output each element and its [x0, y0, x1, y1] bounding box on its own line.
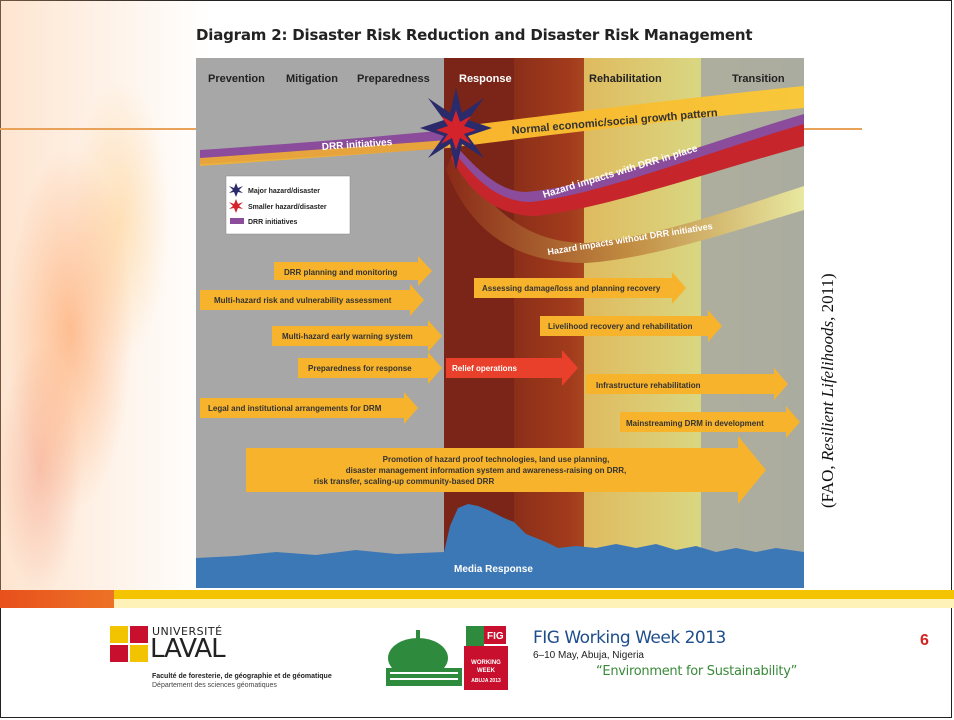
hazard-without-drr-curve	[446, 150, 804, 263]
fig-event-date: 6–10 May, Abuja, Nigeria	[533, 650, 644, 661]
page-number: 6	[920, 632, 929, 649]
legend-smaller-label: Smaller hazard/disaster	[248, 204, 327, 211]
laval-name: LAVAL	[150, 634, 226, 664]
arrow-assessing-damage-label: Assessing damage/loss and planning recov…	[482, 284, 661, 293]
normal-growth-band	[448, 86, 804, 148]
svg-text:ABUJA 2013: ABUJA 2013	[471, 678, 501, 684]
phase-response: Response	[459, 73, 512, 85]
arrow-relief-operations-label: Relief operations	[452, 364, 517, 373]
phase-mitigation: Mitigation	[286, 73, 338, 85]
fig-event-theme: “Environment for Sustainability”	[596, 664, 798, 679]
phase-rehabilitation: Rehabilitation	[589, 73, 662, 85]
pre-growth-band	[200, 140, 448, 166]
arrow-drr-planning-label: DRR planning and monitoring	[284, 268, 397, 277]
arrow-early-warning	[272, 320, 442, 352]
citation: (FAO, Resilient Lifelihoods, 2011)	[818, 273, 837, 508]
legend-drr-swatch	[230, 218, 244, 224]
svg-text:WEEK: WEEK	[477, 668, 496, 674]
fig-event-title: FIG Working Week 2013	[533, 628, 726, 648]
arrow-mainstreaming	[620, 406, 800, 438]
laval-crest-icon	[110, 626, 148, 662]
arrow-risk-assessment-label: Multi-hazard risk and vulnerability asse…	[214, 296, 392, 305]
legend-box	[225, 175, 351, 235]
laval-univ-label: UNIVERSITÉ	[152, 625, 223, 638]
arrow-infrastructure-label: Infrastructure rehabilitation	[596, 381, 701, 390]
arrow-preparedness	[298, 352, 442, 384]
phase-preparedness: Preparedness	[357, 73, 430, 85]
smaller-hazard-star-icon	[436, 110, 476, 150]
media-response-label: Media Response	[454, 564, 533, 575]
legend-major-star-icon	[229, 183, 243, 197]
drr-diagram: Prevention Mitigation Preparedness Respo…	[196, 58, 804, 588]
arrow-relief-operations	[446, 350, 578, 386]
arrow-livelihood-recovery-label: Livelihood recovery and rehabilitation	[548, 322, 693, 331]
phase-prevention: Prevention	[208, 73, 265, 85]
footer-yellow-stripe	[114, 590, 954, 599]
legend-drr-label: DRR initiatives	[248, 219, 298, 226]
arrow-infrastructure	[586, 368, 788, 400]
diagram-title: Diagram 2: Disaster Risk Reduction and D…	[196, 26, 753, 44]
arrow-legal-label: Legal and institutional arrangements for…	[208, 404, 382, 413]
hazard-with-drr-curve	[451, 120, 804, 216]
arrow-promotion	[246, 436, 766, 504]
arrow-promotion-line2: disaster management information system a…	[346, 466, 627, 475]
decorative-flame-background	[0, 0, 210, 600]
fig-working-week-logo: FIG WORKING WEEK ABUJA 2013	[386, 626, 508, 690]
right-rule-line	[804, 128, 862, 130]
arrow-risk-assessment	[200, 284, 424, 316]
drr-initiatives-label: DRR initiatives	[321, 137, 393, 153]
svg-text:FIG: FIG	[487, 631, 504, 642]
laval-faculty: Faculté de foresterie, de géographie et …	[152, 673, 332, 680]
arrow-preparedness-label: Preparedness for response	[308, 364, 412, 373]
arrow-legal	[200, 392, 418, 424]
legend-smaller-star-icon	[229, 199, 243, 213]
footer-light-stripe	[114, 599, 954, 608]
phase-transition: Transition	[732, 73, 785, 85]
svg-text:WORKING: WORKING	[471, 660, 501, 666]
arrow-early-warning-label: Multi-hazard early warning system	[282, 332, 413, 341]
arrow-mainstreaming-label: Mainstreaming DRM in development	[626, 419, 764, 428]
arrow-drr-planning	[274, 256, 432, 286]
arrow-promotion-line1: Promotion of hazard proof technologies, …	[383, 455, 610, 464]
legend-major-label: Major hazard/disaster	[248, 188, 320, 195]
arrow-assessing-damage	[474, 272, 686, 304]
left-rule-line	[0, 128, 196, 130]
arrow-promotion-line3: risk transfer, scaling-up community-base…	[314, 477, 495, 486]
laval-department: Département des sciences géomatiques	[152, 682, 277, 689]
arrow-livelihood-recovery	[540, 310, 722, 342]
media-response-area	[196, 504, 804, 588]
